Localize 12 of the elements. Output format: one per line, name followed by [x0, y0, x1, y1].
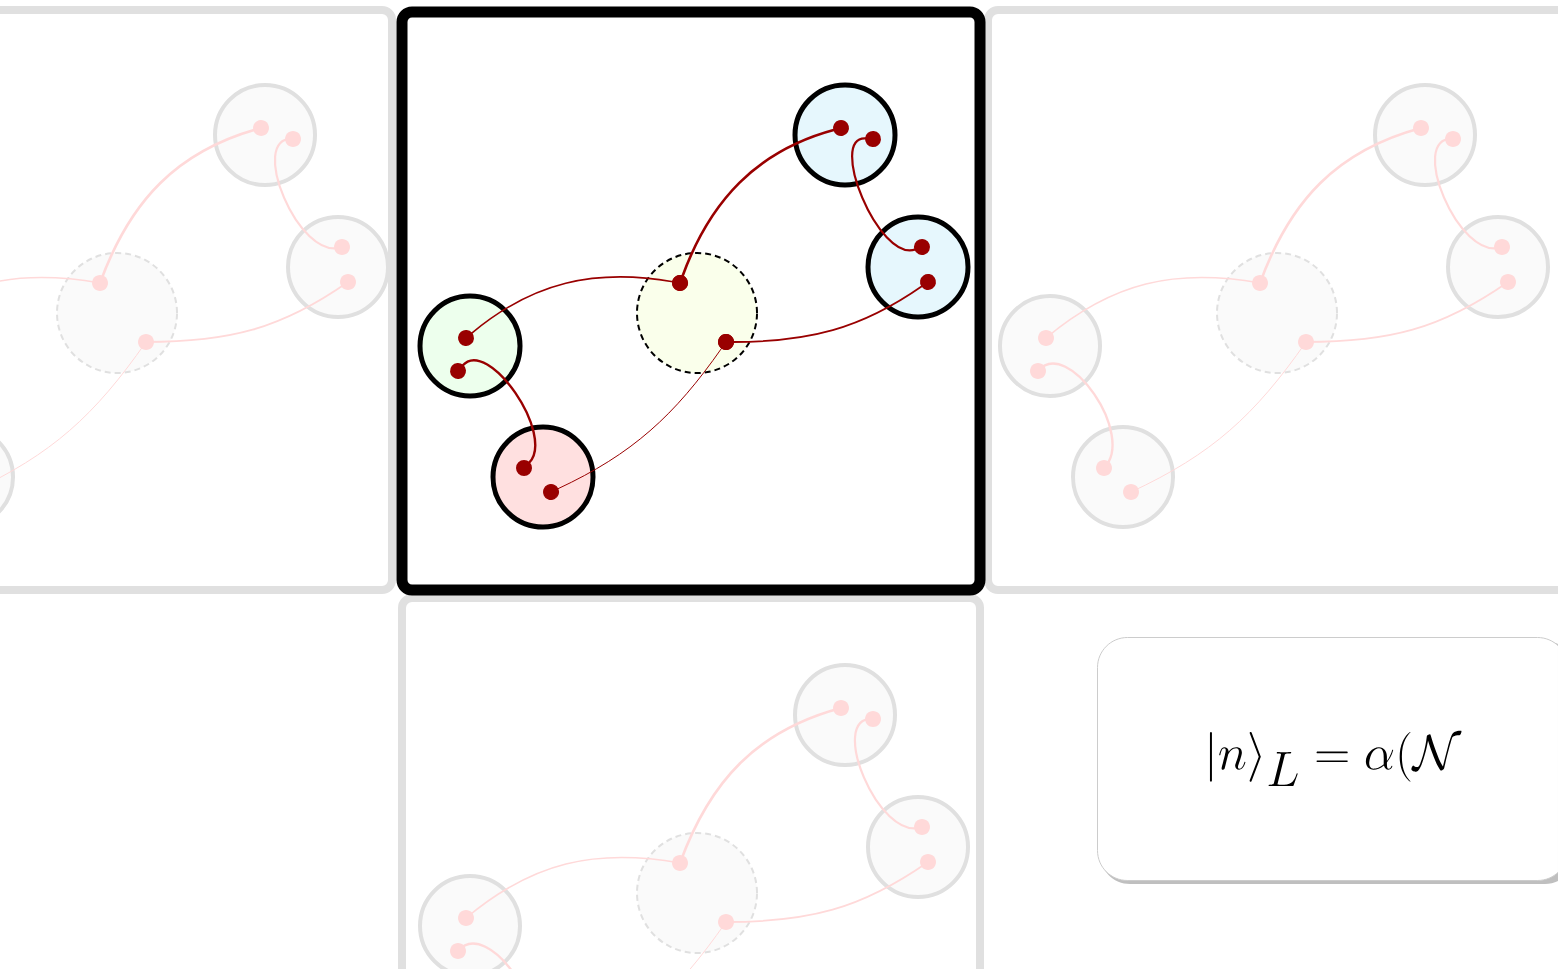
circle-node	[865, 214, 971, 320]
circle-node	[417, 293, 523, 399]
circle-node	[490, 424, 596, 530]
node-label: $|n\rangle_L = \alpha(\mathcal{N}$	[1209, 730, 1462, 787]
connector-line	[450, 359, 537, 476]
connector-line	[543, 334, 734, 500]
connector-line	[672, 120, 849, 291]
dashed-circle	[636, 252, 758, 374]
formula-box: $|n\rangle_L = \alpha(\mathcal{N}$	[1097, 637, 1558, 881]
connector-line	[851, 131, 930, 255]
tile-box	[396, 6, 986, 596]
circle-node	[792, 82, 898, 188]
